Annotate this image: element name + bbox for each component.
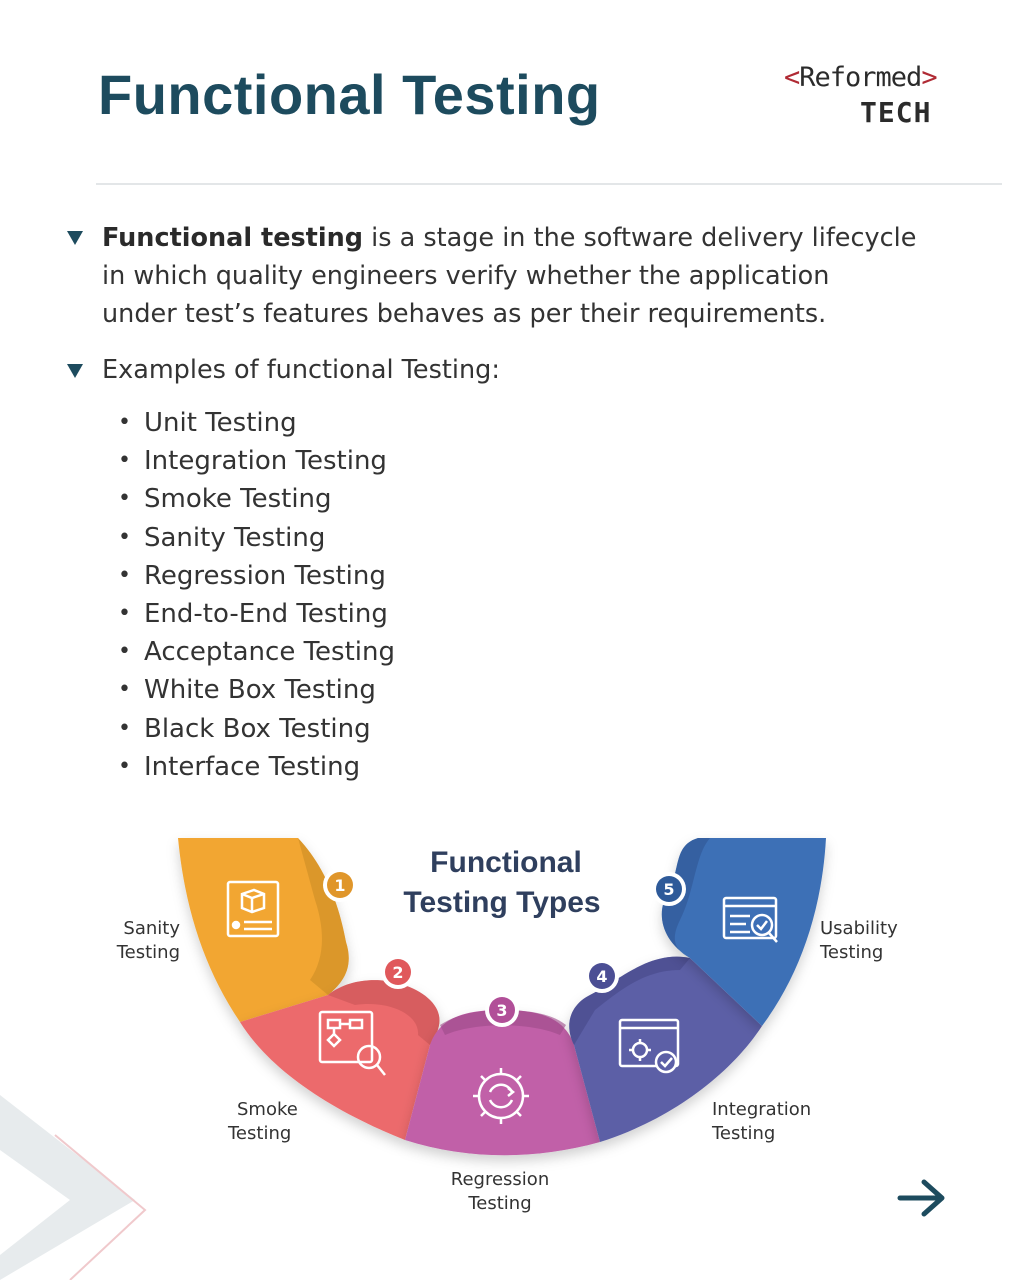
intro-line-1-text: is a stage in the software delivery life… — [363, 223, 917, 253]
arrow-right-icon[interactable] — [896, 1176, 948, 1220]
number-badge-3: 3 — [485, 993, 519, 1027]
label-smoke: Smoke Testing — [228, 1098, 318, 1146]
number-badge-2: 2 — [381, 955, 415, 989]
reformed-tech-logo: <Reformed> TECH — [784, 62, 954, 134]
list-item: Sanity Testing — [118, 519, 395, 557]
label-line: Testing — [116, 942, 180, 963]
label-line: Testing — [712, 1123, 776, 1144]
list-item: Black Box Testing — [118, 710, 395, 748]
svg-text:2: 2 — [392, 963, 403, 982]
gear-cycle-icon — [473, 1068, 529, 1124]
number-badge-4: 4 — [585, 959, 619, 993]
list-item: End-to-End Testing — [118, 595, 395, 633]
label-line: Regression — [450, 1169, 550, 1190]
label-line: Sanity — [123, 918, 180, 939]
page-title: Functional Testing — [98, 63, 601, 126]
label-usability: Usability Testing — [820, 917, 930, 965]
list-item: Regression Testing — [118, 557, 395, 595]
svg-text:5: 5 — [663, 880, 674, 899]
box-window-icon — [226, 880, 280, 938]
chevron-decoration — [0, 1095, 147, 1280]
list-item: Interface Testing — [118, 748, 395, 786]
intro-line-1: Functional testing is a stage in the sof… — [102, 219, 916, 257]
label-line: Testing — [228, 1123, 292, 1144]
svg-text:4: 4 — [596, 967, 607, 986]
label-line: Integration — [712, 1099, 812, 1120]
label-regression: Regression Testing — [430, 1168, 570, 1216]
list-item: Unit Testing — [118, 404, 395, 442]
diagram-title-line-2: Testing Types — [403, 886, 600, 919]
list-item: Smoke Testing — [118, 480, 395, 518]
flowchart-magnifier-icon — [318, 1010, 386, 1076]
label-sanity: Sanity Testing — [96, 917, 180, 965]
label-line: Smoke — [237, 1099, 298, 1120]
triangle-bullet-icon — [67, 231, 83, 245]
intro-line-2: in which quality engineers verify whethe… — [102, 261, 830, 291]
number-badge-1: 1 — [323, 868, 357, 902]
label-line: Testing — [820, 942, 884, 963]
window-magnifier-check-icon — [722, 896, 778, 943]
triangle-bullet-icon — [67, 364, 83, 378]
segment-integration — [569, 956, 762, 1142]
header-divider — [96, 183, 1002, 185]
list-item: Acceptance Testing — [118, 633, 395, 671]
intro-line-3: under test’s features behaves as per the… — [102, 299, 827, 329]
window-gear-check-icon — [618, 1018, 680, 1074]
intro-paragraph: Functional testing is a stage in the sof… — [102, 219, 916, 333]
intro-bold-term: Functional testing — [102, 223, 364, 253]
logo-bracket-open: < — [784, 62, 800, 93]
examples-list: Unit Testing Integration Testing Smoke T… — [118, 404, 395, 786]
diagram-title-line-1: Functional — [430, 846, 582, 879]
examples-heading: Examples of functional Testing: — [102, 355, 500, 385]
label-line: Usability — [820, 918, 898, 939]
svg-text:1: 1 — [334, 876, 345, 895]
list-item: White Box Testing — [118, 671, 395, 709]
number-badge-5: 5 — [652, 872, 686, 906]
label-line: Testing — [468, 1193, 532, 1214]
logo-sub: TECH — [860, 96, 932, 129]
list-item: Integration Testing — [118, 442, 395, 480]
segment-smoke — [240, 980, 440, 1140]
label-integration: Integration Testing — [712, 1098, 832, 1146]
functional-testing-types-diagram: 1 2 3 4 5 — [178, 838, 826, 1156]
logo-word: Reformed — [799, 62, 922, 93]
svg-text:3: 3 — [496, 1001, 507, 1020]
logo-bracket-close: > — [921, 62, 937, 93]
